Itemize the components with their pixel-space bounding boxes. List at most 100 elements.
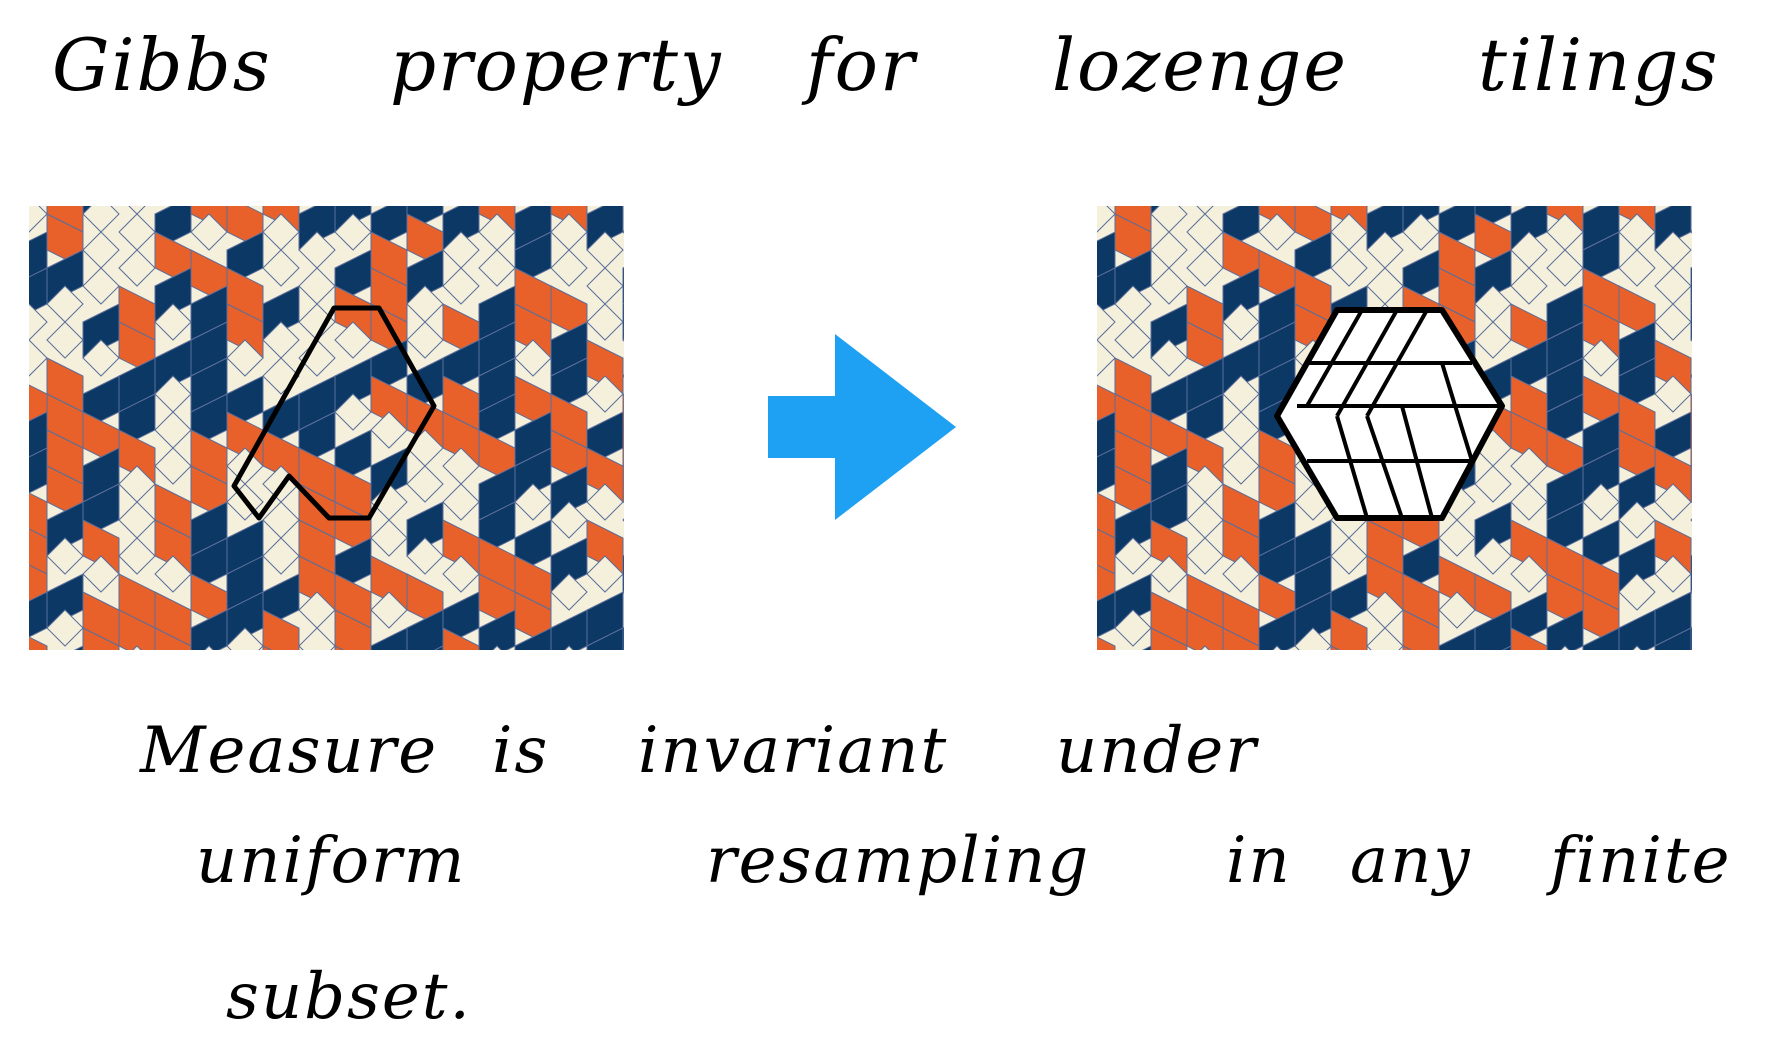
lozenge-tile — [1366, 627, 1404, 650]
lozenge-tile — [1258, 213, 1296, 251]
lozenge-tile — [478, 249, 516, 287]
lozenge-tile — [370, 519, 408, 557]
lozenge-tile — [370, 627, 408, 650]
lozenge-tile — [1438, 627, 1476, 650]
lozenge-tile — [1618, 573, 1656, 611]
lozenge-tile — [1114, 537, 1152, 575]
lozenge-tile — [1474, 537, 1512, 575]
lozenge-tile — [1294, 627, 1332, 650]
lozenge-tile — [46, 609, 84, 647]
lozenge-tile — [406, 537, 444, 575]
lozenge-tile — [298, 339, 336, 377]
lozenge-tile — [334, 645, 345, 650]
lozenge-tile — [82, 627, 120, 650]
lozenge-tile — [1272, 645, 1282, 650]
lozenge-tile — [586, 303, 624, 341]
lozenge-tile — [1474, 321, 1512, 359]
lozenge-tile — [1330, 537, 1368, 575]
lozenge-tile — [1222, 447, 1260, 485]
lozenge-tile — [1438, 591, 1476, 629]
title-word-for: for — [806, 23, 917, 107]
lozenge-tile — [1097, 339, 1116, 377]
lozenge-tile — [1222, 627, 1260, 650]
lozenge-tile — [298, 627, 336, 650]
lozenge-tile — [406, 465, 444, 503]
lozenge-tile — [1114, 321, 1152, 359]
lozenge-tile — [1330, 645, 1341, 650]
lozenge-tile — [622, 230, 624, 234]
lozenge-tile — [82, 339, 120, 377]
title-word-tilings: tilings — [1478, 23, 1720, 107]
lozenge-tile — [226, 339, 264, 377]
lozenge-tile — [1618, 501, 1656, 539]
lozenge-tile — [190, 213, 228, 251]
lozenge-tile — [29, 206, 48, 233]
tiling-before — [29, 206, 624, 650]
lozenge-tile — [154, 303, 192, 341]
lozenge-tile — [1510, 627, 1548, 650]
lozenge-tile — [1200, 645, 1210, 650]
lozenge-tile — [1690, 374, 1692, 378]
resampled-lozenges — [1297, 309, 1502, 519]
lozenge-tile — [514, 339, 552, 377]
lozenge-tile — [433, 645, 444, 650]
lozenge-tile — [370, 591, 408, 629]
lozenge-tile — [622, 554, 624, 593]
caption-word-uniform: uniform — [196, 824, 467, 898]
lozenge-tile — [586, 627, 624, 650]
lozenge-tile — [1141, 645, 1152, 650]
lozenge-tile — [622, 465, 624, 504]
lozenge-tile — [1097, 206, 1116, 233]
lozenge-tile — [1546, 249, 1584, 287]
lozenge-tile — [1186, 537, 1224, 575]
lozenge-tile — [1690, 429, 1692, 468]
lozenge-tile — [1510, 267, 1548, 305]
lozenge-tile — [1582, 339, 1620, 377]
lozenge-tile — [118, 609, 156, 650]
lozenge-tile — [154, 447, 192, 485]
lozenge-tile — [442, 267, 480, 305]
tiling-after-canvas — [1097, 206, 1692, 650]
lozenge-tile — [1330, 609, 1368, 650]
lozenge-tile — [550, 573, 588, 611]
lozenge-tile — [1690, 230, 1692, 234]
lozenge-tile — [1150, 627, 1188, 650]
title-word-lozenge: lozenge — [1052, 23, 1348, 107]
lozenge-tile — [1618, 249, 1656, 287]
lozenge-tile — [1222, 303, 1260, 341]
lozenge-tile — [1560, 645, 1570, 650]
lozenge-tile — [1690, 465, 1692, 504]
lozenge-tile — [226, 627, 264, 650]
lozenge-tile — [262, 609, 300, 650]
lozenge-tile — [262, 645, 273, 650]
lozenge-tile — [1654, 483, 1692, 521]
lozenge-tile — [442, 627, 480, 650]
lozenge-tile — [262, 537, 300, 575]
resampling-region-outline — [231, 305, 437, 521]
caption-word-subset: subset. — [226, 960, 472, 1034]
lozenge-tile — [1222, 555, 1260, 593]
tiling-before-canvas — [29, 206, 624, 650]
lozenge-tile — [1402, 609, 1440, 650]
lozenge-tile — [204, 645, 214, 650]
lozenge-tile — [1114, 609, 1152, 647]
arrow-shape — [768, 334, 956, 520]
lozenge-tile — [334, 393, 372, 431]
lozenge-tile — [442, 483, 480, 521]
lozenge-tile — [586, 555, 624, 593]
lozenge-tile — [1510, 483, 1548, 521]
lozenge-tile — [29, 636, 48, 650]
tiling-after — [1097, 206, 1692, 650]
lozenge-tile — [622, 338, 624, 342]
lozenge-tile — [1690, 518, 1692, 522]
lozenge-tile — [29, 303, 48, 341]
lozenge-tile — [1510, 555, 1548, 593]
lozenge-tile — [118, 537, 156, 575]
lozenge-tile — [1150, 267, 1188, 305]
lozenge-tile — [1582, 483, 1620, 521]
lozenge-tile — [1654, 303, 1692, 341]
title-word-property: property — [390, 23, 723, 107]
lozenge-tile — [622, 429, 624, 468]
lozenge-tile — [1690, 338, 1692, 342]
lozenge-tile — [1654, 375, 1692, 413]
